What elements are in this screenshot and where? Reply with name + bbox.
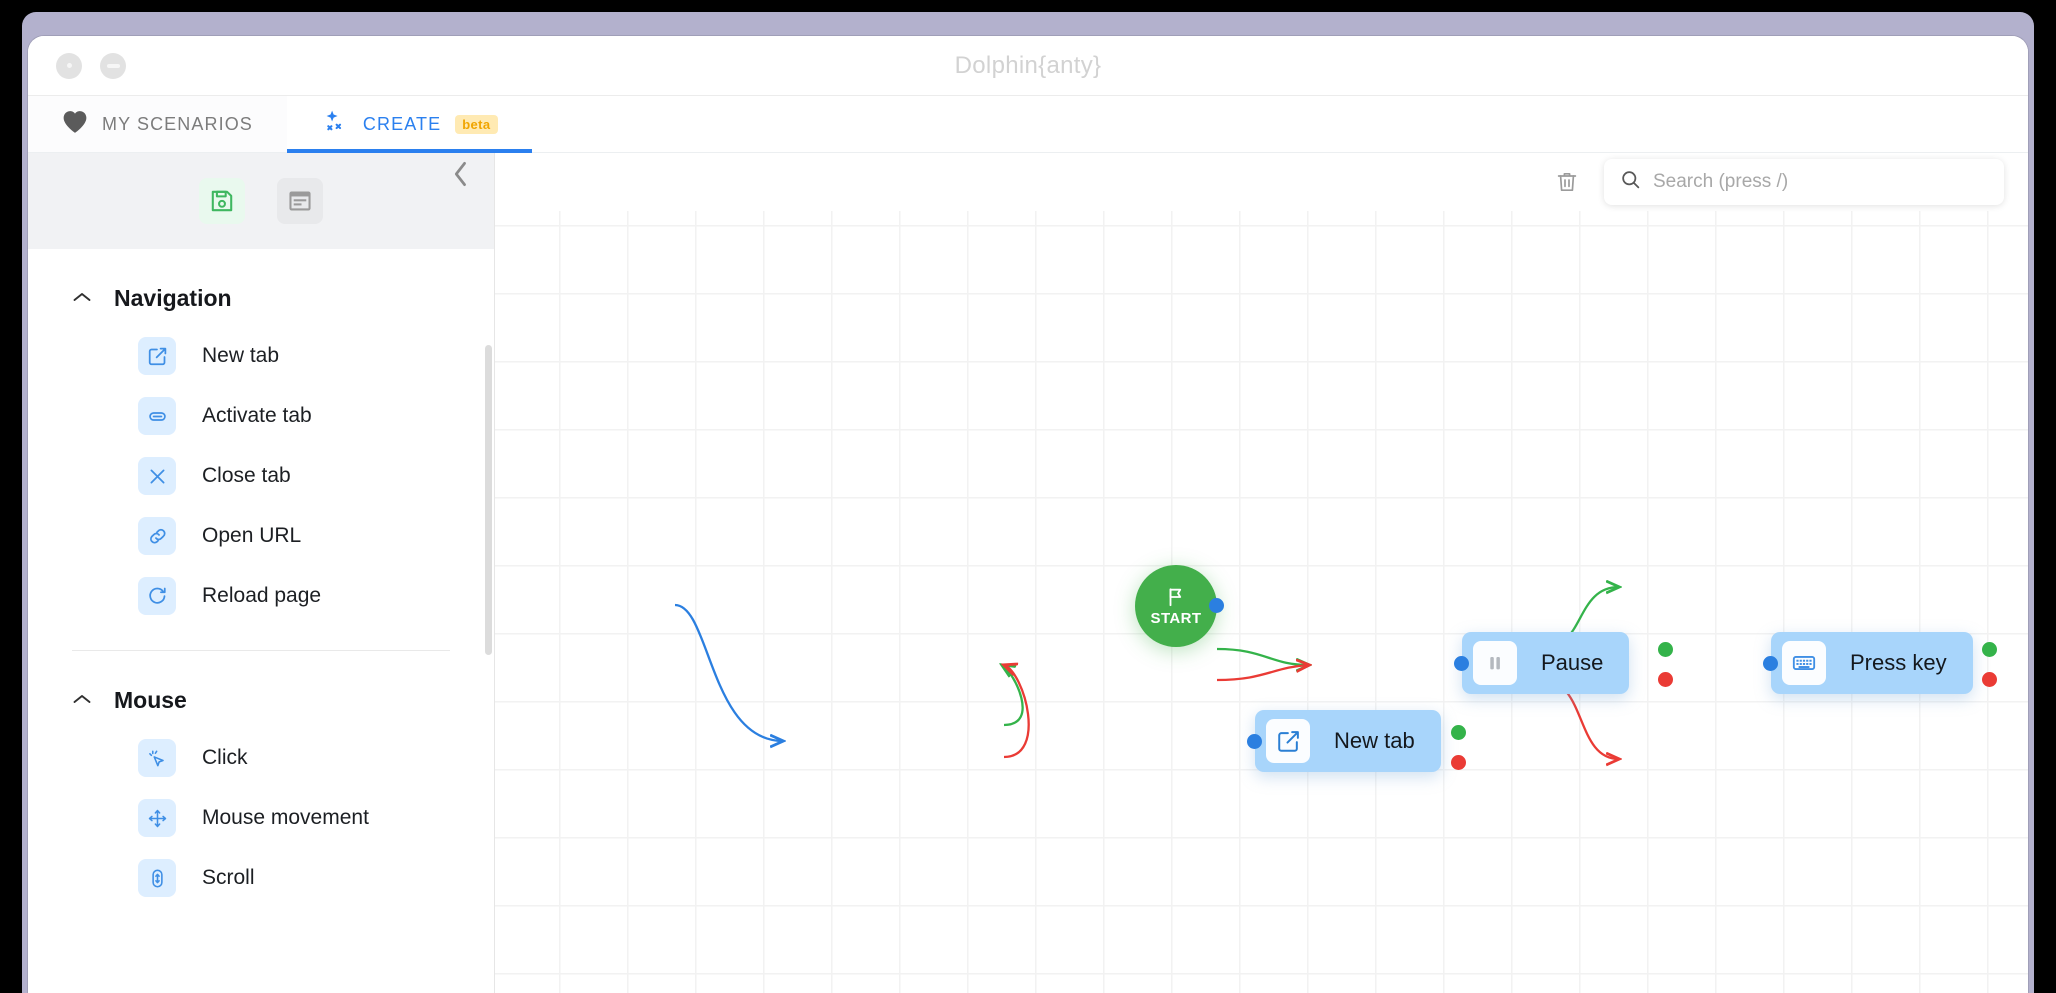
- tab-label: CREATE: [362, 113, 442, 134]
- cursor-click-icon: [138, 739, 176, 777]
- sidebar-item-label: Open URL: [202, 524, 302, 547]
- start-label: START: [1150, 609, 1202, 627]
- scroll-icon: [138, 859, 176, 897]
- sidebar-item-label: New tab: [202, 344, 280, 367]
- trash-icon: [1557, 172, 1577, 192]
- save-scenario-button[interactable]: [199, 178, 245, 224]
- save-floppy-icon: [211, 190, 233, 212]
- node3-input-port[interactable]: [1763, 656, 1778, 671]
- beta-badge: beta: [455, 114, 498, 134]
- node-new-tab-1[interactable]: New tab: [1255, 710, 1441, 772]
- node-label: New tab: [1334, 728, 1415, 753]
- sidebar-item-new-tab[interactable]: New tab: [28, 326, 494, 386]
- node2-error-port[interactable]: [1658, 672, 1673, 687]
- sidebar-item-label: Reload page: [202, 584, 322, 607]
- group-header-mouse[interactable]: Mouse: [28, 665, 494, 728]
- search-input[interactable]: [1653, 171, 1988, 193]
- search-box[interactable]: [1604, 159, 2004, 205]
- tab-my-scenarios[interactable]: MY SCENARIOS: [28, 96, 287, 152]
- sidebar-item-activate-tab[interactable]: Activate tab: [28, 386, 494, 446]
- sidebar-item-close-tab[interactable]: Close tab: [28, 446, 494, 506]
- sidebar-item-label: Activate tab: [202, 404, 312, 427]
- document-icon: [289, 191, 311, 211]
- sidebar-scrollbar[interactable]: [485, 345, 492, 655]
- reload-icon: [138, 577, 176, 615]
- edge-pause-success: [1216, 647, 1309, 665]
- sidebar-item-reload-page[interactable]: Reload page: [28, 566, 494, 626]
- window-minimize-button[interactable]: [100, 52, 126, 79]
- move-arrows-icon: [138, 799, 176, 837]
- group-header-navigation[interactable]: Navigation: [28, 263, 494, 326]
- group-title: Mouse: [114, 687, 187, 713]
- sidebar-item-open-url[interactable]: Open URL: [28, 506, 494, 566]
- window-dot-button[interactable]: [56, 52, 82, 79]
- sidebar-item-click[interactable]: Click: [28, 728, 494, 788]
- collapse-sidebar-button[interactable]: [446, 159, 476, 189]
- search-icon: [1620, 169, 1641, 195]
- minimize-glyph: [106, 63, 120, 68]
- node2-success-port[interactable]: [1658, 642, 1673, 657]
- tab-create[interactable]: CREATE beta: [286, 96, 532, 153]
- sidebar-item-label: Scroll: [202, 866, 255, 889]
- node-press-key[interactable]: Press key: [1771, 632, 1973, 694]
- sidebar-item-scroll[interactable]: Scroll: [28, 848, 494, 908]
- edge-newtab-error: [1004, 665, 1030, 759]
- group-divider: [72, 650, 450, 651]
- link-horizontal-icon: [138, 397, 176, 435]
- chevron-up-icon: [72, 693, 92, 709]
- keyboard-icon: [1782, 641, 1826, 685]
- scenario-canvas[interactable]: START New tab Paus: [495, 153, 2028, 993]
- keyboard-glyph: [1792, 656, 1816, 670]
- sidebar-item-mouse-movement[interactable]: Mouse movement: [28, 788, 494, 848]
- start-node[interactable]: START: [1135, 565, 1217, 647]
- external-link-icon: [138, 337, 176, 375]
- sidebar-item-label: Close tab: [202, 464, 291, 487]
- page-title: Dolphin{anty}: [954, 51, 1102, 79]
- node-label: Press key: [1850, 650, 1947, 675]
- node-pause[interactable]: Pause: [1462, 632, 1630, 694]
- start-output-port[interactable]: [1209, 598, 1224, 613]
- sidebar-group-mouse: Mouse Click Mouse moveme: [28, 651, 494, 908]
- node1-error-port[interactable]: [1451, 755, 1466, 770]
- pause-icon: [1473, 641, 1517, 685]
- edge-layer: [674, 153, 2028, 993]
- window-controls: [56, 52, 126, 79]
- tab-bar: MY SCENARIOS CREATE beta: [28, 96, 2028, 153]
- chevron-up-icon: [72, 291, 92, 307]
- node3-success-port[interactable]: [1982, 642, 1997, 657]
- sparkle-icon: [321, 108, 349, 141]
- node3-error-port[interactable]: [1982, 672, 1997, 687]
- close-x-icon: [138, 457, 176, 495]
- tab-label: MY SCENARIOS: [102, 113, 253, 134]
- canvas-toolbar: [495, 153, 2028, 211]
- app-window: Dolphin{anty} MY SCENARIOS CREATE: [28, 36, 2028, 993]
- node1-success-port[interactable]: [1451, 725, 1466, 740]
- sidebar-item-label: Mouse movement: [202, 806, 369, 829]
- external-link-icon: [1266, 719, 1310, 763]
- edge-pause-error: [1216, 665, 1309, 682]
- title-bar: Dolphin{anty}: [28, 36, 2028, 96]
- chain-link-icon: [138, 517, 176, 555]
- sidebar-group-navigation: Navigation New tab Activ: [28, 249, 494, 651]
- edge-newtab-success: [1002, 665, 1024, 727]
- actions-sidebar: Navigation New tab Activ: [28, 153, 495, 993]
- delete-button[interactable]: [1550, 165, 1584, 199]
- node1-input-port[interactable]: [1247, 734, 1262, 749]
- flag-icon: [1169, 587, 1182, 606]
- notes-document-button[interactable]: [277, 178, 323, 224]
- dot-glyph: [66, 63, 72, 68]
- group-title: Navigation: [114, 285, 232, 311]
- pause-glyph: [1490, 657, 1500, 670]
- node-label: Pause: [1541, 650, 1604, 675]
- sidebar-toolbar: [28, 153, 494, 249]
- heart-icon: [62, 110, 88, 139]
- chevron-left-icon: [454, 162, 466, 186]
- sidebar-scroll-area[interactable]: Navigation New tab Activ: [28, 249, 494, 993]
- app-body: Navigation New tab Activ: [28, 153, 2028, 993]
- edge-start-to-newtab: [674, 603, 783, 741]
- node2-input-port[interactable]: [1454, 656, 1469, 671]
- sidebar-item-label: Click: [202, 746, 248, 769]
